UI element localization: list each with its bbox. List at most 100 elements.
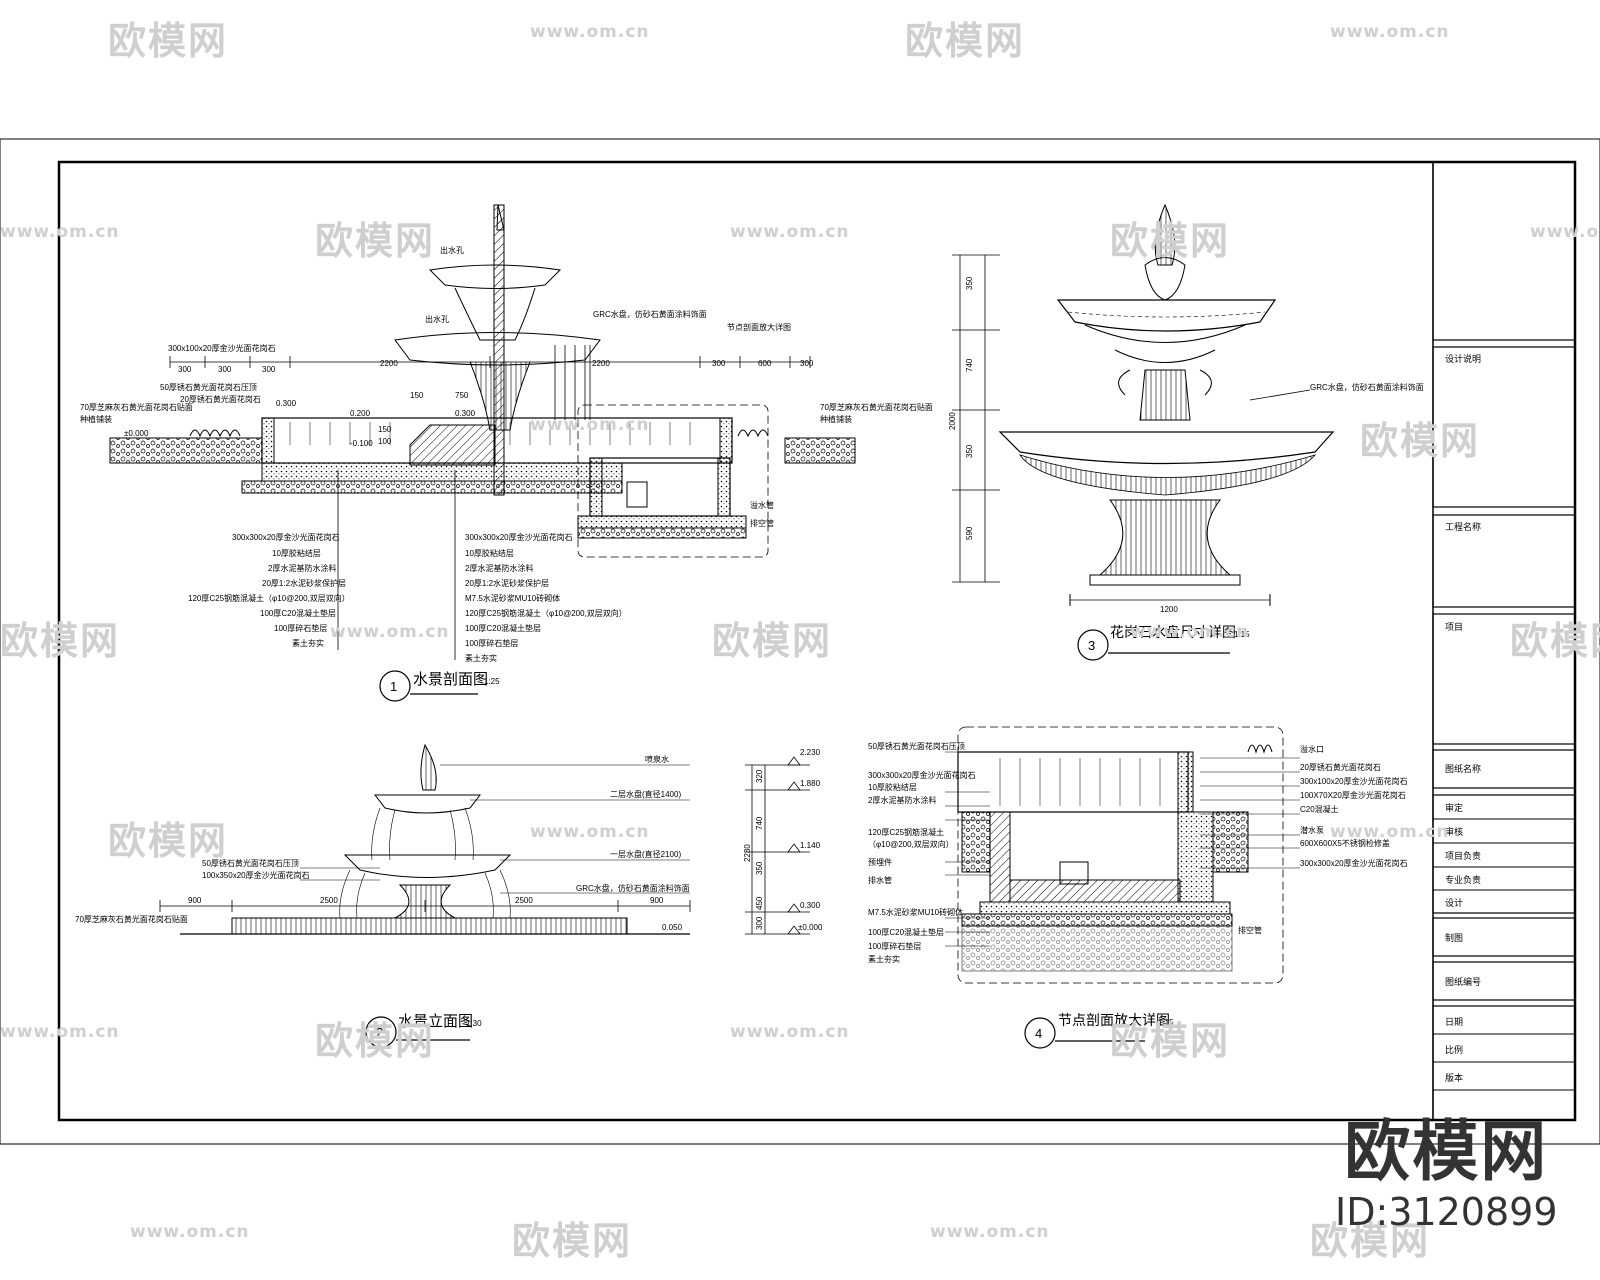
level: ±0.000 xyxy=(124,429,149,438)
tb-label: 图纸名称 xyxy=(1445,763,1481,774)
section-top-label: GRC水盘，仿砂石黄面涂料饰面 xyxy=(593,309,707,319)
tb-label: 项目负责 xyxy=(1445,850,1481,861)
level: 0.200 xyxy=(350,409,371,418)
detail-label: 排水管 xyxy=(868,875,892,885)
drawing-2-number-circle xyxy=(365,1016,397,1048)
drawing-4-title: 节点剖面放大详图 xyxy=(1058,1012,1170,1028)
dim: 740 xyxy=(965,358,974,372)
elevation-label: 50厚锈石黄光面花岗石压顶 xyxy=(202,858,299,868)
detail-label: 素土夯实 xyxy=(868,954,900,964)
detail-label: 300x300x20厚金沙光面花岗石 xyxy=(868,770,976,780)
layer-left: 100厚C20混凝土垫层 xyxy=(260,608,336,618)
drawing-3-scale: 1:15 xyxy=(1234,630,1250,639)
drawing-2-number: 2 xyxy=(376,1025,383,1040)
layer-right: 300x300x20厚金沙光面花岗石 xyxy=(465,532,573,542)
section-callout: 排空管 xyxy=(750,518,774,528)
detail-label: （φ10@200,双层双向） xyxy=(868,839,954,849)
detail-label: 2厚水泥基防水涂料 xyxy=(868,795,936,805)
dim: 2500 xyxy=(320,896,338,905)
dim: 1200 xyxy=(1160,605,1178,614)
tb-label: 日期 xyxy=(1445,1017,1463,1027)
dim: 600 xyxy=(758,359,772,368)
tb-label: 版本 xyxy=(1445,1072,1463,1083)
dim: 2200 xyxy=(380,359,398,368)
inner-border xyxy=(57,160,1577,1122)
section-right-label: 70厚芝麻灰石黄光面花岗石贴面 xyxy=(820,402,933,412)
detail-label: 溢水口 xyxy=(1300,744,1324,754)
dim: 300 xyxy=(800,359,814,368)
detail-label: 120厚C25钢筋混凝土 xyxy=(868,827,944,837)
dim: 2200 xyxy=(592,359,610,368)
detail-label: 100X70X20厚金沙光面花岗石 xyxy=(1300,790,1406,800)
section-left-label: 300x100x20厚金沙光面花岗石 xyxy=(168,343,276,353)
drawing-4-scale: 1:15 xyxy=(1158,1018,1174,1027)
dim: 150 xyxy=(410,391,424,400)
drawing-1-number: 1 xyxy=(390,679,397,694)
dim: 300 xyxy=(755,916,764,930)
detail-label: 600X600X5不锈钢检修盖 xyxy=(1300,838,1390,848)
level: ±0.000 xyxy=(798,923,823,932)
dim: 150 xyxy=(378,425,392,434)
section-left-label: 70厚芝麻灰石黄光面花岗石贴面 xyxy=(80,402,193,412)
dim: 590 xyxy=(965,526,974,540)
d3-label: GRC水盘，仿砂石黄面涂料饰面 xyxy=(1310,382,1424,392)
section-left-label: 种植铺装 xyxy=(80,414,112,424)
dim: 900 xyxy=(650,896,664,905)
dim: 300 xyxy=(712,359,726,368)
dim: 2000 xyxy=(948,412,957,430)
drawing-4-number-circle xyxy=(1024,1017,1056,1049)
dim: 750 xyxy=(455,391,469,400)
layer-right: 20厚1:2水泥砂浆保护层 xyxy=(465,578,549,588)
tb-label: 比例 xyxy=(1445,1044,1463,1055)
layer-left: 素土夯实 xyxy=(292,638,324,648)
elevation-drawing xyxy=(159,743,810,1048)
dim: 300 xyxy=(262,365,276,374)
section-callout: 溢水管 xyxy=(750,500,774,510)
level: 1.880 xyxy=(800,779,821,788)
level: 1.140 xyxy=(800,841,821,850)
brand-watermark: 欧模网 ID:3120899 xyxy=(1335,1116,1558,1236)
elevation-label: 一层水盘(直径2100) xyxy=(610,849,681,859)
tb-label: 设计说明 xyxy=(1445,353,1481,364)
layer-left: 2厚水泥基防水涂料 xyxy=(268,563,336,573)
tb-label: 审核 xyxy=(1445,826,1463,837)
detail-label: 50厚锈石黄光面花岗石压顶 xyxy=(868,741,965,751)
node-detail-drawing xyxy=(945,726,1300,1049)
layer-left: 120厚C25钢筋混凝土（φ10@200,双层双向） xyxy=(188,593,350,603)
detail-label: 预埋件 xyxy=(868,857,892,867)
detail-label: 潜水泵 xyxy=(1300,825,1324,835)
dim: 350 xyxy=(965,276,974,290)
detail-label: 排空管 xyxy=(1238,925,1262,935)
drawing-1-number-circle xyxy=(379,670,411,702)
basin-detail-drawing xyxy=(952,203,1335,661)
drawing-1-scale: 1:25 xyxy=(484,677,500,686)
section-top-label: 节点剖面放大详图 xyxy=(727,322,791,332)
dim: 100 xyxy=(378,437,392,446)
level: 0.300 xyxy=(800,901,821,910)
detail-label: C20混凝土 xyxy=(1300,804,1339,814)
drawing-2-scale: 1:30 xyxy=(466,1019,482,1028)
section-left-label: 20厚锈石黄光面花岗石 xyxy=(180,394,261,404)
detail-label: 100厚碎石垫层 xyxy=(868,941,921,951)
level: 0.300 xyxy=(455,409,476,418)
layer-right: 120厚C25钢筋混凝土（φ10@200,双层双向） xyxy=(465,608,627,618)
section-top-label: 出水孔 xyxy=(440,245,464,255)
level: 0.300 xyxy=(276,399,297,408)
tb-label: 制图 xyxy=(1445,932,1463,943)
level: -0.100 xyxy=(350,439,373,448)
tb-label: 审定 xyxy=(1445,802,1463,813)
detail-label: 20厚锈石黄光面花岗石 xyxy=(1300,762,1381,772)
drawing-1-title: 水景剖面图 xyxy=(413,671,488,688)
detail-label: 300x100x20厚金沙光面花岗石 xyxy=(1300,776,1408,786)
layer-right: 2厚水泥基防水涂料 xyxy=(465,563,533,573)
drawing-4-number: 4 xyxy=(1035,1026,1042,1041)
elevation-label: 喷泉水 xyxy=(645,754,669,764)
section-top-label: 出水孔 xyxy=(425,314,449,324)
drawing-3-title: 花岗石水盘尺寸详图 xyxy=(1110,624,1236,640)
title-block xyxy=(1432,161,1576,1121)
layer-left: 300x300x20厚金沙光面花岗石 xyxy=(232,532,340,542)
drawing-2-title: 水景立面图 xyxy=(398,1013,473,1030)
elevation-label: 100x350x20厚金沙光面花岗石 xyxy=(202,870,310,880)
detail-label: 10厚胶粘结层 xyxy=(868,782,917,792)
layer-left: 20厚1:2水泥砂浆保护层 xyxy=(262,578,346,588)
